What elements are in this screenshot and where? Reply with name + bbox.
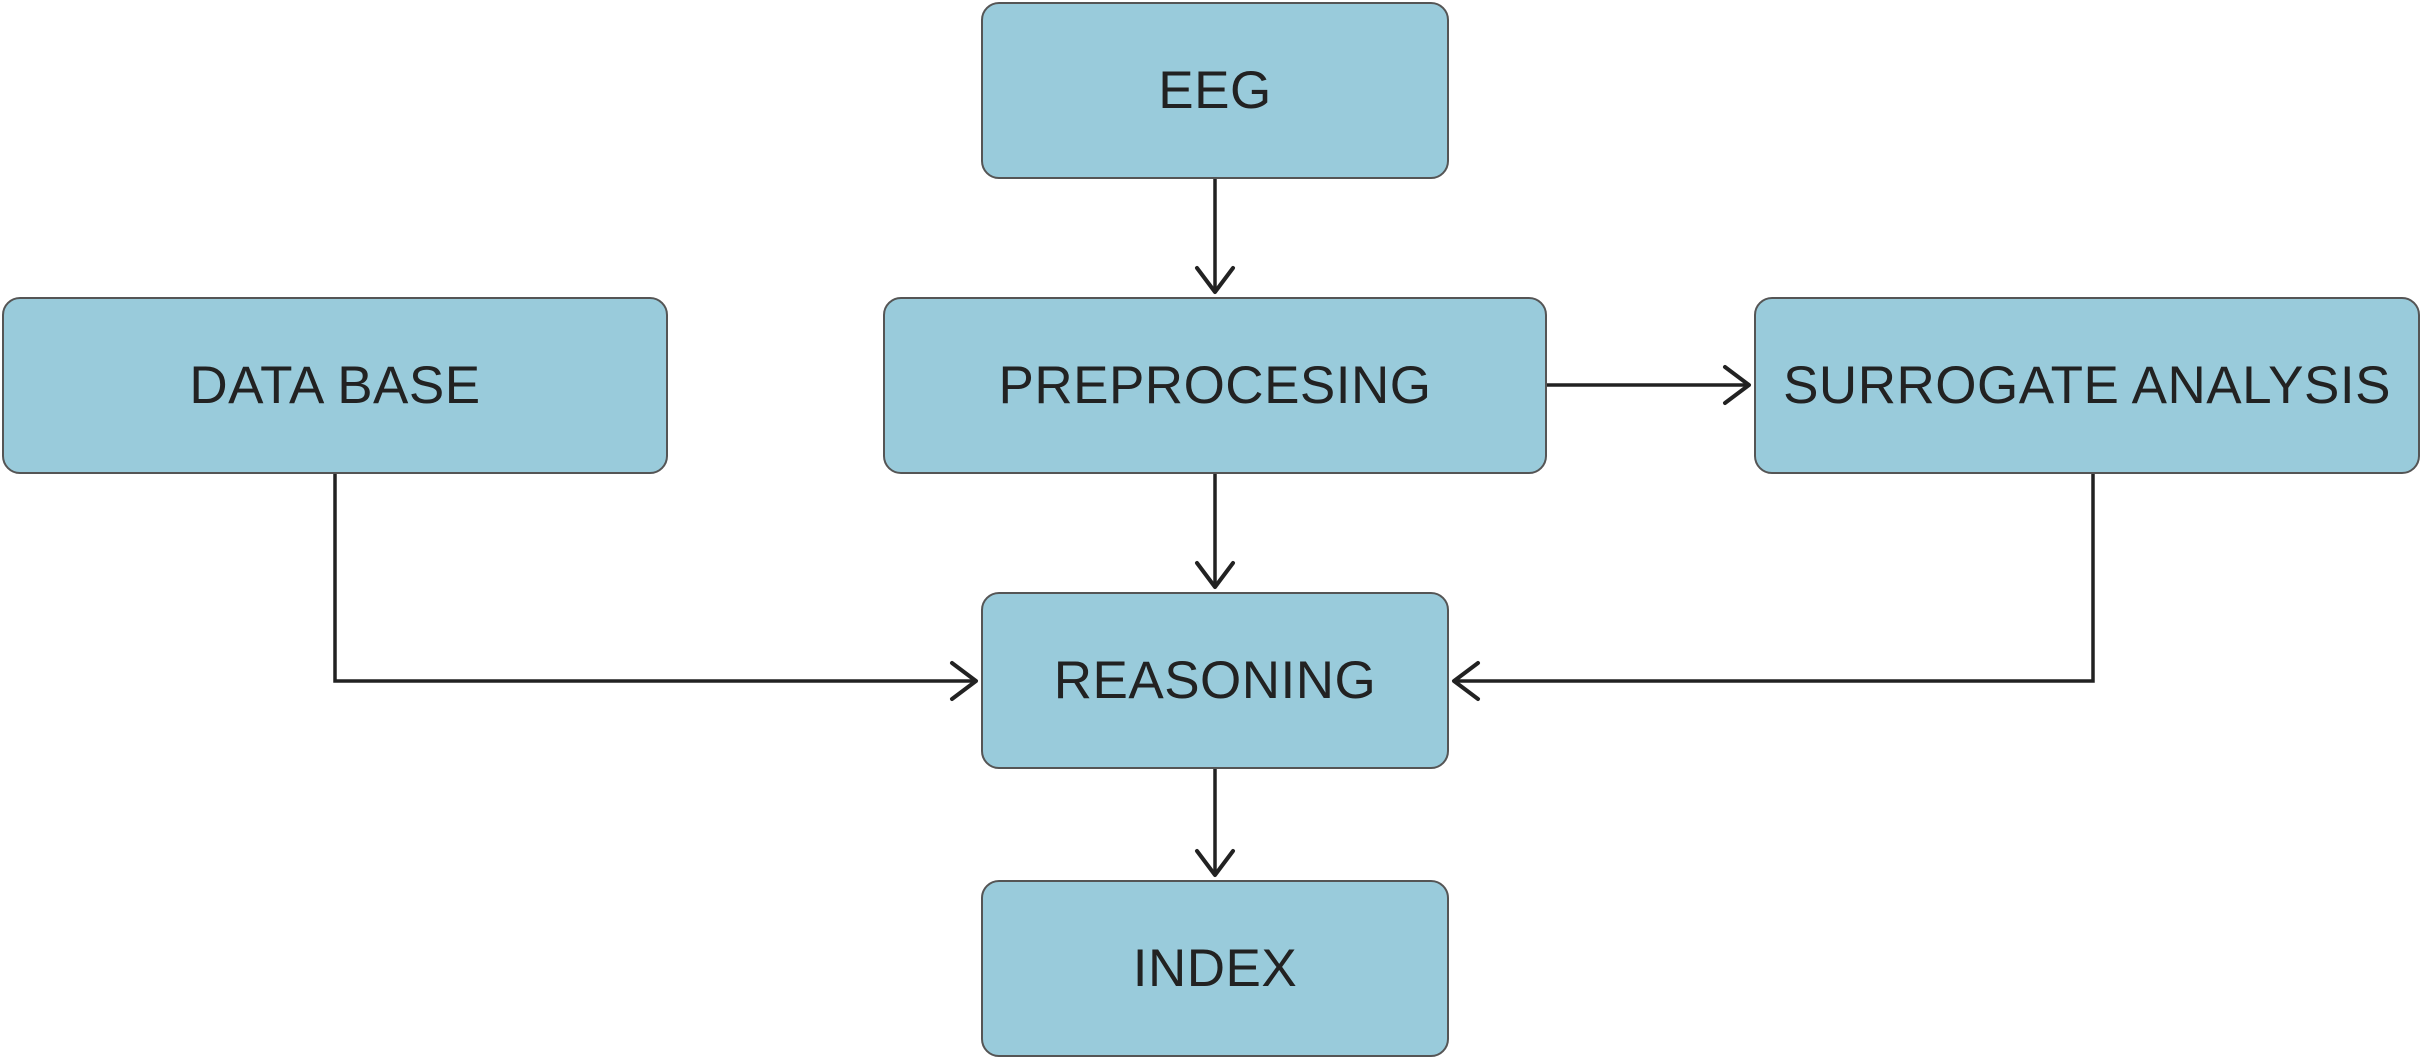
arrow-database-to-reasoning [333, 474, 976, 683]
node-data-base-label: DATA BASE [189, 356, 481, 415]
arrowhead-reasoning-to-index [1195, 849, 1235, 877]
node-preprocessing: PREPROCESING [883, 297, 1547, 474]
arrowhead-preprocessing-to-reasoning [1195, 561, 1235, 589]
node-surrogate-analysis-label: SURROGATE ANALYSIS [1783, 356, 2391, 415]
node-reasoning-label: REASONING [1053, 651, 1377, 710]
node-eeg: EEG [981, 2, 1449, 179]
arrowhead-eeg-to-preprocessing [1195, 266, 1235, 294]
node-surrogate-analysis: SURROGATE ANALYSIS [1754, 297, 2420, 474]
arrow-surrogate-to-reasoning [1454, 474, 2095, 683]
arrowhead-surrogate-to-reasoning [1452, 661, 1480, 701]
arrowhead-database-to-reasoning [950, 661, 978, 701]
node-reasoning: REASONING [981, 592, 1449, 769]
node-index-label: INDEX [1132, 939, 1298, 998]
node-eeg-label: EEG [1158, 61, 1272, 120]
node-index: INDEX [981, 880, 1449, 1057]
arrowhead-preprocessing-to-surrogate [1723, 365, 1751, 405]
node-preprocessing-label: PREPROCESING [998, 356, 1432, 415]
node-data-base: DATA BASE [2, 297, 668, 474]
